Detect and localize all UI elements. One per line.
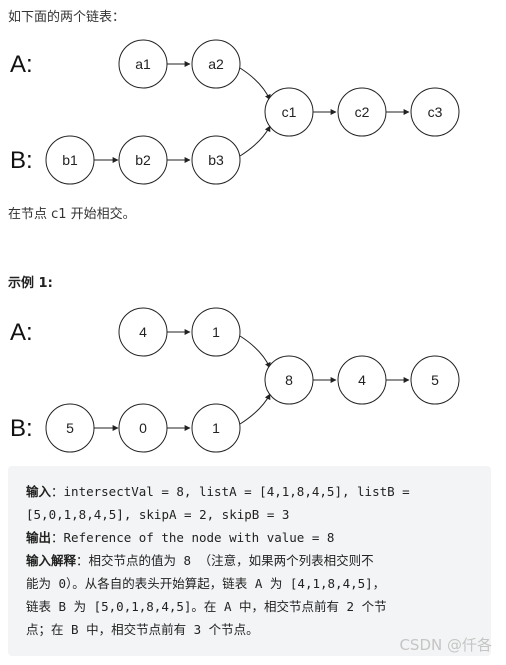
- explain-key: 输入解释: [26, 553, 77, 568]
- svg-text:a1: a1: [135, 56, 151, 72]
- edge-a2-c1: [239, 67, 271, 101]
- node-shared-first: 8: [264, 355, 314, 405]
- node-b1: b1: [45, 135, 95, 185]
- edge-b1-8: [239, 393, 271, 425]
- explain-line-2: 能为 0）。从各自的表头开始算起，链表 A 为 [4,1,8,4,5]，: [26, 576, 386, 591]
- node-a1: a1: [118, 39, 168, 89]
- node-a-first: 4: [118, 307, 168, 357]
- example-code-block: 输入：intersectVal = 8, listA = [4,1,8,4,5]…: [8, 466, 491, 656]
- svg-text:5: 5: [66, 420, 74, 436]
- list-b-label: B:: [10, 415, 33, 442]
- svg-text:b3: b3: [208, 152, 224, 168]
- intro-text: 如下面的两个链表：: [8, 10, 126, 25]
- watermark: CSDN @仟各: [399, 636, 492, 654]
- output-key: 输出: [26, 530, 52, 545]
- svg-text:c2: c2: [355, 104, 370, 120]
- svg-text:4: 4: [358, 372, 366, 388]
- node-c2: c2: [337, 87, 387, 137]
- svg-text:1: 1: [212, 324, 220, 340]
- explain-line-1: 输入解释：相交节点的值为 8 （注意，如果两个列表相交则不: [26, 553, 374, 568]
- node-b3: b3: [191, 135, 241, 185]
- node-b-first: 5: [45, 403, 95, 453]
- node-shared-third: 5: [410, 355, 460, 405]
- figure-linked-lists-2: A: B: 4 1 5 0 1 8: [0, 298, 506, 463]
- caption-text: 在节点 c1 开始相交。: [8, 207, 136, 222]
- input-line-2: [5,0,1,8,4,5], skipA = 2, skipB = 3: [26, 507, 290, 522]
- node-a2: a2: [191, 39, 241, 89]
- list-b-label: B:: [10, 147, 33, 174]
- list-a-label: A:: [10, 319, 33, 346]
- node-b-third: 1: [191, 403, 241, 453]
- explain-line-4: 点；在 B 中，相交节点前有 3 个节点。: [26, 622, 259, 637]
- svg-text:5: 5: [431, 372, 439, 388]
- svg-text:1: 1: [212, 420, 220, 436]
- node-b-second: 0: [118, 403, 168, 453]
- example-title: 示例 1:: [8, 276, 53, 291]
- explain-line-3: 链表 B 为 [5,0,1,8,4,5]。在 A 中，相交节点前有 2 个节: [26, 599, 387, 614]
- node-a-second: 1: [191, 307, 241, 357]
- node-c1: c1: [264, 87, 314, 137]
- svg-text:0: 0: [139, 420, 147, 436]
- node-c3: c3: [410, 87, 460, 137]
- svg-text:8: 8: [285, 372, 293, 388]
- input-line-1: 输入：intersectVal = 8, listA = [4,1,8,4,5]…: [26, 484, 410, 499]
- svg-text:a2: a2: [208, 56, 224, 72]
- svg-text:4: 4: [139, 324, 147, 340]
- input-key: 输入: [26, 484, 52, 499]
- edge-1-8: [239, 335, 271, 369]
- output-line: 输出：Reference of the node with value = 8: [26, 530, 335, 545]
- svg-text:b1: b1: [62, 152, 78, 168]
- svg-text:b2: b2: [135, 152, 151, 168]
- figure-linked-lists-1: A: B: a1 a2 b1 b2 b3: [0, 30, 506, 195]
- svg-text:c1: c1: [282, 104, 297, 120]
- node-b2: b2: [118, 135, 168, 185]
- svg-text:c3: c3: [428, 104, 443, 120]
- list-a-label: A:: [10, 51, 33, 78]
- edge-b3-c1: [239, 125, 271, 157]
- node-shared-second: 4: [337, 355, 387, 405]
